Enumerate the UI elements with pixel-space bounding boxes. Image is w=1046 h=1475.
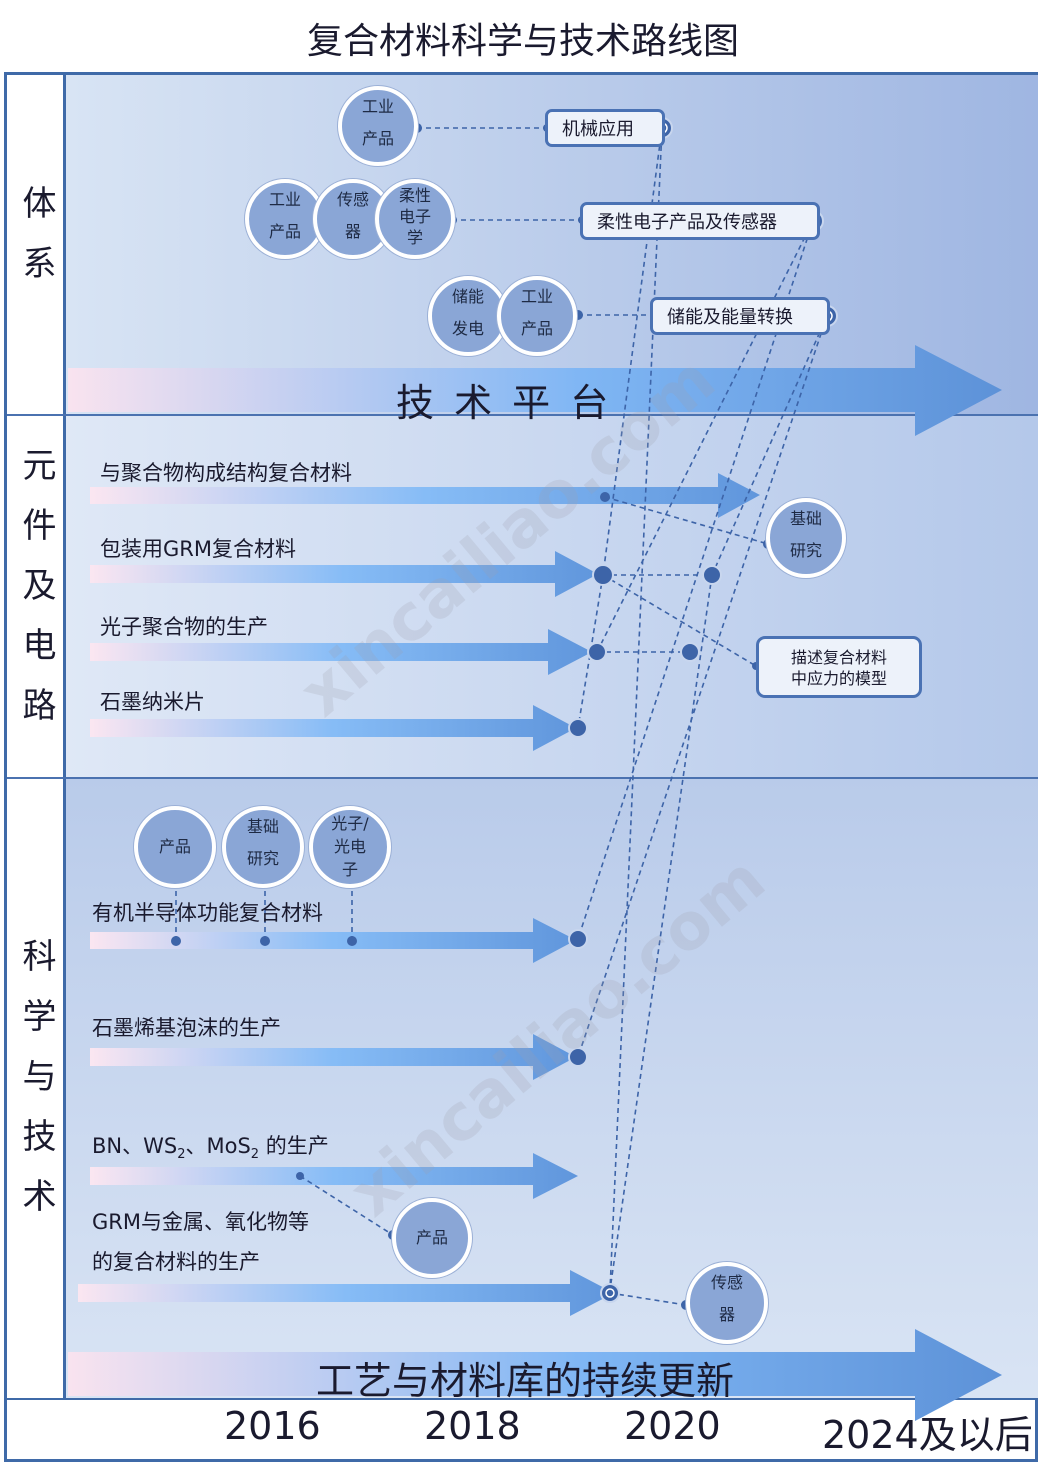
circle-photonics-optoelectronics: 光子/光电子 xyxy=(309,806,391,888)
arrow-middle-4 xyxy=(90,705,576,751)
platform-arrow xyxy=(68,345,1002,436)
circle-basic-research-bottom: 基础研究 xyxy=(222,806,304,888)
page-title: 复合材料科学与技术路线图 xyxy=(306,21,739,62)
row-bn-ws2-mos2: BN、WS2、MoS2 的生产 xyxy=(92,1134,329,1163)
circle-product-bottom: 产品 xyxy=(134,806,216,888)
arrow-middle-3 xyxy=(90,629,592,675)
divider-2 xyxy=(7,777,1038,779)
row-structural-composites: 与聚合物构成结构复合材料 xyxy=(100,461,352,485)
circle-industrial-products-1: 工业产品 xyxy=(338,86,418,166)
divider-1 xyxy=(7,414,1038,416)
row-grm-metal-oxide-1: GRM与金属、氧化物等 xyxy=(92,1210,309,1234)
circle-sensor-bottom: 传感器 xyxy=(686,1262,768,1344)
year-2016: 2016 xyxy=(224,1404,321,1448)
row-organic-semiconductor: 有机半导体功能复合材料 xyxy=(92,901,323,925)
circle-storage-generation: 储能发电 xyxy=(428,276,508,356)
year-2024-later: 2024及以后 xyxy=(822,1413,1033,1457)
circle-product-bottom-2: 产品 xyxy=(392,1198,472,1278)
arrow-bottom-1 xyxy=(90,918,576,963)
section-label-system: 体系 xyxy=(16,185,56,305)
circle-basic-research-mid: 基础研究 xyxy=(766,498,846,578)
row-grm-metal-oxide-2: 的复合材料的生产 xyxy=(92,1250,260,1274)
side-system: 体系 xyxy=(7,75,66,415)
arrow-bottom-2 xyxy=(90,1034,576,1080)
circle-flexible-electronics: 柔性电子学 xyxy=(375,179,455,259)
box-mechanical-applications: 机械应用 xyxy=(545,109,665,147)
year-axis xyxy=(4,1400,1038,1462)
side-science: 科学与技术 xyxy=(7,778,66,1398)
update-label: 工艺与材料库的持续更新 xyxy=(316,1359,735,1403)
junction-nodes xyxy=(568,117,838,1303)
row-graphene-foam: 石墨烯基泡沫的生产 xyxy=(92,1016,281,1040)
side-components: 元件及电路 xyxy=(7,415,66,778)
row-photonic-polymers: 光子聚合物的生产 xyxy=(100,615,268,639)
year-2018: 2018 xyxy=(424,1404,521,1448)
year-2020: 2020 xyxy=(624,1404,721,1448)
circle-industrial-products-3: 工业产品 xyxy=(497,276,577,356)
platform-label: 技 术 平 台 xyxy=(396,381,613,425)
circle-industrial-products-2: 工业产品 xyxy=(245,179,325,259)
row-graphite-nanoplatelets: 石墨纳米片 xyxy=(100,690,205,714)
arrow-bottom-3 xyxy=(90,1153,578,1199)
row-packaging-grm: 包装用GRM复合材料 xyxy=(100,537,296,561)
update-arrow xyxy=(68,1329,1002,1421)
section-label-science: 科学与技术 xyxy=(16,938,56,1238)
box-stress-model: 描述复合材料中应力的模型 xyxy=(756,636,922,698)
arrow-middle-1 xyxy=(90,473,760,518)
section-label-components: 元件及电路 xyxy=(16,446,56,747)
arrow-middle-2 xyxy=(90,551,598,597)
box-energy-storage-conversion: 储能及能量转换 xyxy=(650,297,830,335)
arrow-bottom-4 xyxy=(78,1270,614,1316)
box-flexible-electronics-sensors: 柔性电子产品及传感器 xyxy=(580,202,820,240)
